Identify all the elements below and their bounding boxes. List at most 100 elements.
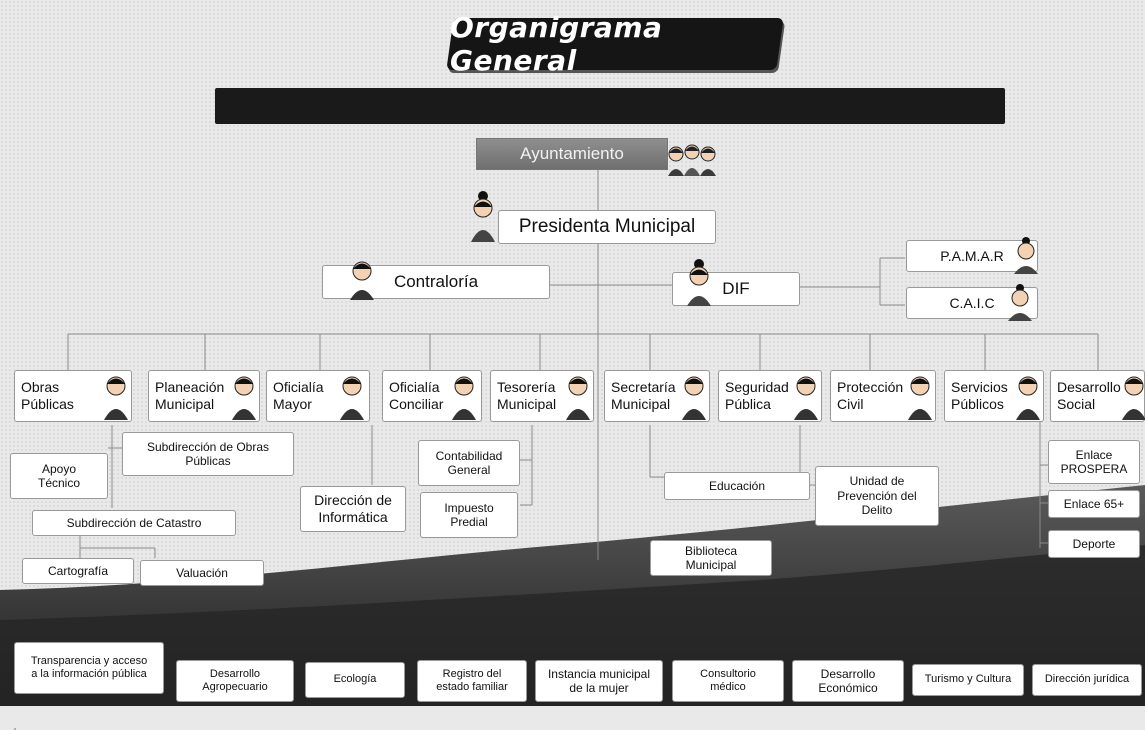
sub-line1: Apoyo	[41, 461, 77, 476]
sub-line2: Técnico	[37, 476, 81, 490]
node-presidenta-label: Presidenta Municipal	[518, 215, 696, 237]
sub-label: Valuación	[176, 565, 228, 580]
node-presidenta-municipal: Presidenta Municipal	[498, 210, 716, 244]
sub-line1: Subdirección de Obras	[146, 439, 270, 454]
woman-avatar-icon	[1014, 237, 1038, 274]
node-contraloria-label: Contraloría	[393, 271, 479, 291]
sub-line1: Biblioteca	[684, 543, 738, 558]
bottom-line1: Ecología	[333, 673, 377, 686]
bottom-line1: Instancia municipal	[547, 666, 651, 681]
node-enlace-65: Enlace 65+	[1048, 490, 1140, 518]
sub-line1: Contabilidad	[435, 448, 503, 463]
bottom-line2: estado familiar	[436, 681, 508, 693]
unit-line2: Públicos	[951, 396, 1004, 412]
sub-line2: Prevención del	[837, 488, 917, 503]
bottom-line2: de la mujer	[569, 681, 629, 695]
unit-line1: Tesorería	[497, 379, 556, 396]
unit-line2: Mayor	[273, 396, 312, 412]
unit-line1: Desarrollo	[1057, 379, 1121, 396]
man-avatar-icon	[452, 376, 476, 420]
sub-line2: Públicas	[185, 454, 231, 468]
unit-line1: Protección	[837, 379, 904, 396]
sub-label: Subdirección de Catastro	[66, 515, 202, 530]
man-avatar-icon	[794, 376, 818, 420]
node-educacion: Educación	[664, 472, 810, 500]
man-avatar-icon	[340, 376, 364, 420]
unit-line2: Conciliar	[389, 396, 444, 412]
node-cartografia: Cartografía	[22, 558, 134, 584]
sub-line2: Predial	[450, 515, 488, 529]
sub-line2: Municipal	[685, 558, 737, 572]
sub-line1: Enlace	[1075, 447, 1113, 462]
man-avatar-icon	[232, 376, 256, 420]
unit-line2: Civil	[837, 396, 864, 412]
sub-line2: Informática	[318, 509, 388, 525]
page-title: Organigrama General	[450, 11, 663, 77]
bottom-line1: Desarrollo	[820, 666, 876, 681]
node-ecologia: Ecología	[305, 662, 405, 698]
sub-line1: Dirección de	[314, 492, 392, 509]
unit-line1: Planeación	[155, 379, 225, 396]
sub-line2: PROSPERA	[1060, 462, 1128, 476]
woman-avatar-icon	[1008, 284, 1032, 321]
node-ayuntamiento: Ayuntamiento	[476, 138, 668, 170]
man-avatar-icon	[682, 376, 706, 420]
unit-line2: Públicas	[21, 396, 74, 412]
unit-line1: Obras	[21, 379, 60, 396]
unit-line2: Social	[1057, 396, 1096, 412]
man-avatar-icon	[104, 376, 128, 420]
bottom-line2: médico	[710, 681, 746, 693]
title-banner: Organigrama General	[446, 11, 784, 77]
man-avatar-icon	[566, 376, 590, 420]
node-dif-label: DIF	[722, 278, 750, 298]
sub-line1: Impuesto	[444, 500, 494, 515]
man-avatar-icon	[908, 376, 932, 420]
bottom-line1: Turismo y Cultura	[924, 673, 1012, 686]
unit-line2: Pública	[725, 396, 771, 412]
sub-line2: General	[447, 463, 491, 477]
node-turismo-cultura: Turismo y Cultura	[912, 664, 1024, 696]
woman-avatar-icon	[687, 259, 711, 306]
man-avatar-icon	[1122, 376, 1145, 420]
sub-label: Deporte	[1072, 536, 1116, 551]
bottom-line2: a la información pública	[31, 668, 147, 680]
bottom-line1: Consultorio	[700, 667, 756, 680]
sub-line3: Delito	[861, 503, 893, 518]
bottom-line1: Desarrollo	[209, 667, 261, 680]
unit-line2: Municipal	[155, 396, 215, 412]
sub-label: Enlace 65+	[1063, 496, 1125, 511]
unit-line2: Municipal	[497, 396, 557, 412]
bottom-line1: Registro del	[442, 667, 502, 680]
unit-line1: Servicios	[951, 379, 1008, 396]
node-subdireccion-catastro: Subdirección de Catastro	[32, 510, 236, 536]
connector-lines	[67, 168, 1099, 560]
bottom-line1: Dirección jurídica	[1044, 673, 1130, 686]
unit-line2: Municipal	[611, 396, 671, 412]
node-ayuntamiento-label: Ayuntamiento	[520, 144, 624, 163]
woman-avatar-icon	[471, 191, 495, 242]
node-caic-label: C.A.I.C	[949, 294, 995, 311]
group-people-icon	[668, 144, 716, 176]
node-direccion-juridica: Dirección jurídica	[1032, 664, 1142, 696]
node-pamar: P.A.M.A.R	[906, 240, 1038, 272]
bottom-line2: Agropecuario	[202, 681, 268, 693]
unit-line1: Secretaría	[611, 379, 676, 396]
unit-line1: Oficialía	[389, 379, 440, 396]
sub-line1: Unidad de	[849, 474, 905, 489]
unit-line1: Seguridad	[725, 379, 789, 396]
node-deporte: Deporte	[1048, 530, 1140, 558]
man-avatar-icon	[350, 261, 374, 300]
header-bar	[215, 88, 1005, 124]
